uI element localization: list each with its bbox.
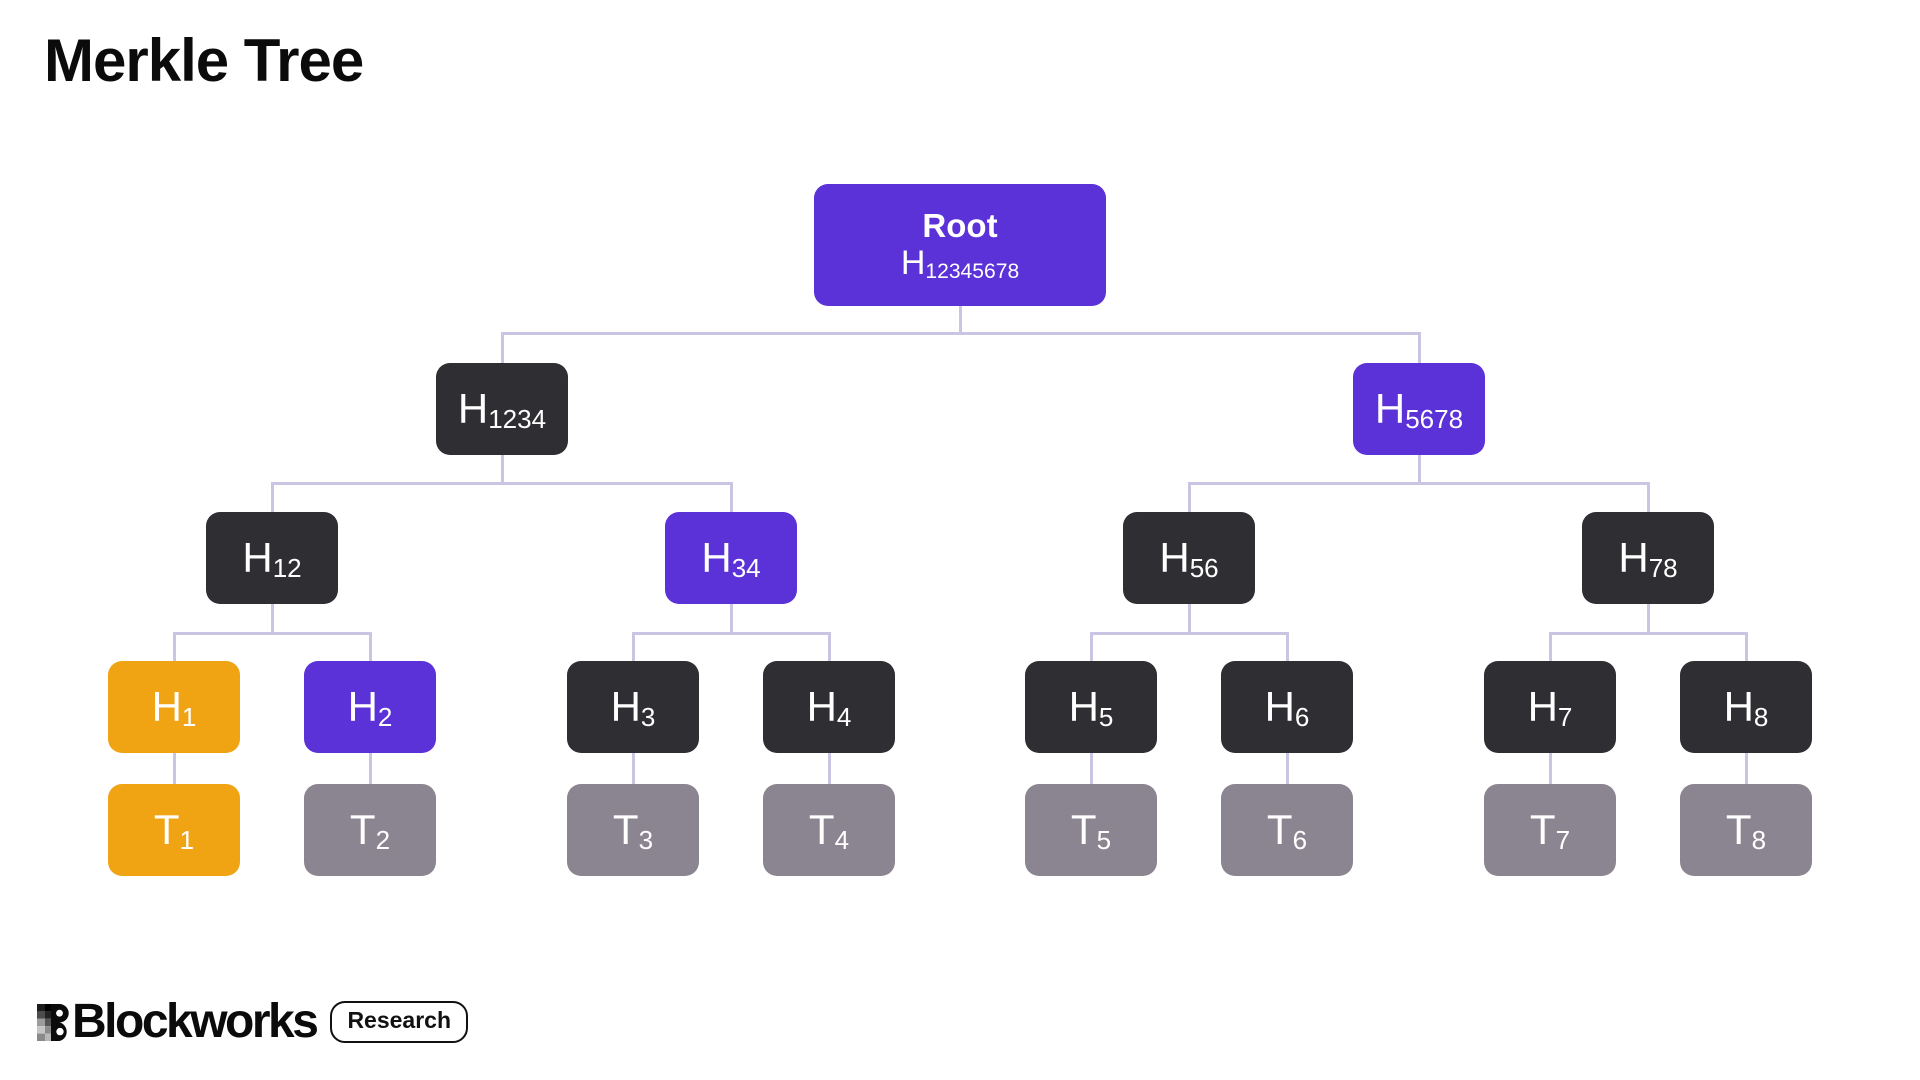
tree-connector — [368, 631, 372, 661]
node-label: T4 — [808, 805, 850, 855]
tree-connector — [500, 455, 504, 483]
tree-connector — [1089, 631, 1289, 635]
node-label: H12 — [242, 533, 302, 583]
node-label: T5 — [1070, 805, 1112, 855]
tree-connector — [1646, 481, 1650, 512]
node-label: H8 — [1723, 682, 1769, 732]
node-label: H6 — [1264, 682, 1310, 732]
tree-connector — [1744, 753, 1748, 784]
tree-connector — [631, 631, 635, 661]
tree-connector — [1187, 481, 1650, 485]
node-h1: H1 — [108, 661, 240, 753]
node-t1: T1 — [108, 784, 240, 876]
tree-connector — [172, 631, 372, 635]
tree-connector — [172, 753, 176, 784]
node-label: H56 — [1159, 533, 1219, 583]
node-t6: T6 — [1221, 784, 1353, 876]
node-label: T8 — [1725, 805, 1767, 855]
tree-connector — [729, 604, 733, 633]
tree-connector — [827, 631, 831, 661]
node-label: H3 — [610, 682, 656, 732]
node-label: H78 — [1618, 533, 1678, 583]
page-title: Merkle Tree — [44, 27, 364, 94]
brand-mark: Blockworks — [37, 995, 319, 1048]
node-h5678: H5678 — [1353, 363, 1485, 455]
node-t5: T5 — [1025, 784, 1157, 876]
node-label: T1 — [153, 805, 195, 855]
node-label: H2 — [347, 682, 393, 732]
tree-connector — [270, 481, 274, 512]
node-h12: H12 — [206, 512, 338, 604]
tree-connector — [1285, 631, 1289, 661]
tree-connector — [1089, 631, 1093, 661]
node-h56: H56 — [1123, 512, 1255, 604]
tree-connector — [1646, 604, 1650, 633]
node-label: T6 — [1266, 805, 1308, 855]
node-t3: T3 — [567, 784, 699, 876]
tree-connector — [1548, 753, 1552, 784]
tree-connector — [500, 331, 504, 363]
node-label: T2 — [349, 805, 391, 855]
tree-connector — [270, 604, 274, 633]
node-h34: H34 — [665, 512, 797, 604]
tree-connector — [1187, 604, 1191, 633]
tree-connector — [1417, 331, 1421, 363]
tree-connector — [1417, 455, 1421, 483]
node-label: H12345678 — [900, 244, 1020, 284]
tree-connector — [270, 481, 733, 485]
tree-connector — [1285, 753, 1289, 784]
node-label: H1 — [151, 682, 197, 732]
node-label: H7 — [1527, 682, 1573, 732]
node-t4: T4 — [763, 784, 895, 876]
node-h78: H78 — [1582, 512, 1714, 604]
node-label: H4 — [806, 682, 852, 732]
tree-connector — [827, 753, 831, 784]
tree-connector — [631, 753, 635, 784]
node-h6: H6 — [1221, 661, 1353, 753]
tree-connector — [958, 306, 962, 333]
node-label: H1234 — [457, 384, 547, 434]
tree-connector — [172, 631, 176, 661]
tree-connector — [631, 631, 831, 635]
tree-connector — [368, 753, 372, 784]
node-h3: H3 — [567, 661, 699, 753]
node-label: T7 — [1529, 805, 1571, 855]
node-h4: H4 — [763, 661, 895, 753]
node-h2: H2 — [304, 661, 436, 753]
node-h8: H8 — [1680, 661, 1812, 753]
node-h5: H5 — [1025, 661, 1157, 753]
blockworks-logo: Blockworks Research — [37, 995, 469, 1048]
tree-connector — [500, 331, 1421, 335]
node-label: H5678 — [1374, 384, 1464, 434]
blockworks-pixel-b-icon — [37, 1003, 69, 1041]
node-t2: T2 — [304, 784, 436, 876]
tree-connector — [1187, 481, 1191, 512]
node-t7: T7 — [1484, 784, 1616, 876]
node-label: T3 — [612, 805, 654, 855]
node-h7: H7 — [1484, 661, 1616, 753]
node-heading: Root — [922, 207, 998, 245]
tree-connector — [1089, 753, 1093, 784]
node-h1234: H1234 — [436, 363, 568, 455]
tree-connector — [1744, 631, 1748, 661]
node-t8: T8 — [1680, 784, 1812, 876]
node-label: H34 — [701, 533, 761, 583]
tree-connector — [1548, 631, 1552, 661]
brand-name: Blockworks — [72, 995, 319, 1048]
tree-connector — [1548, 631, 1748, 635]
research-badge: Research — [330, 1001, 469, 1043]
node-label: H5 — [1068, 682, 1114, 732]
tree-connector — [729, 481, 733, 512]
